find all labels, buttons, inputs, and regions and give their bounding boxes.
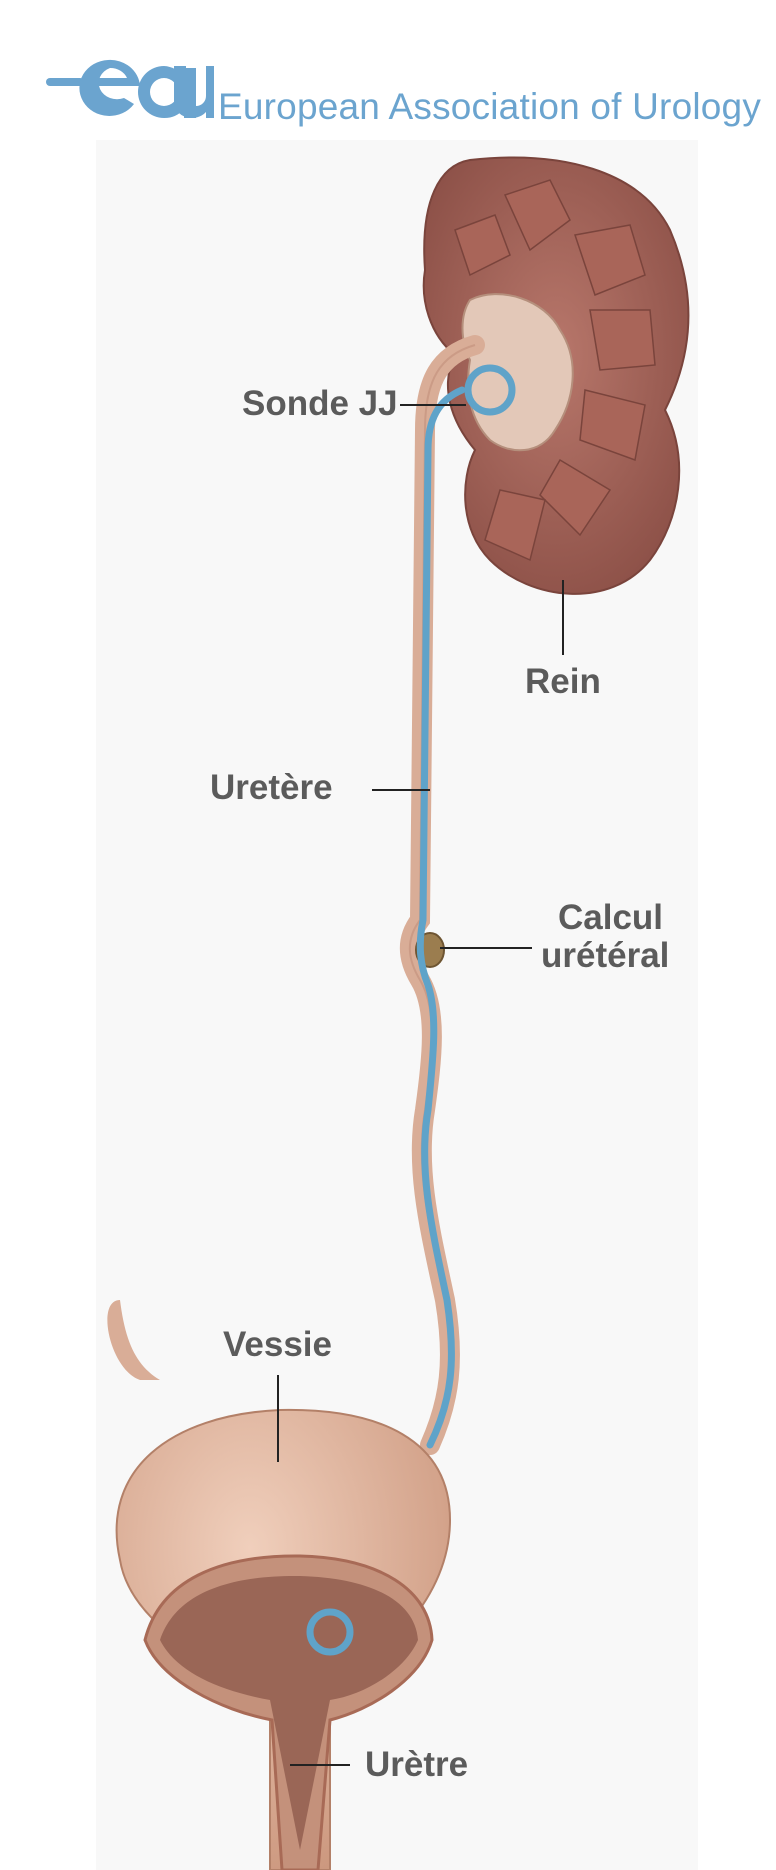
label-sonde-jj: Sonde JJ: [242, 384, 398, 423]
label-uretere: Uretère: [210, 768, 333, 807]
bladder-wall: [107, 1300, 160, 1380]
kidney: [422, 156, 690, 595]
label-calcul-line1: Calcul: [558, 898, 664, 937]
label-vessie: Vessie: [223, 1325, 332, 1364]
eau-logo-icon: [46, 59, 214, 119]
organization-name: European Association of Urology: [218, 86, 762, 127]
stent-lower-coil: [306, 1608, 354, 1656]
stent-upper-coil: [464, 364, 516, 416]
label-rein: Rein: [525, 662, 601, 701]
stent-shaft: [416, 386, 466, 1449]
label-calcul-line2: urétéral: [541, 936, 670, 975]
label-uretre: Urètre: [365, 1745, 469, 1784]
